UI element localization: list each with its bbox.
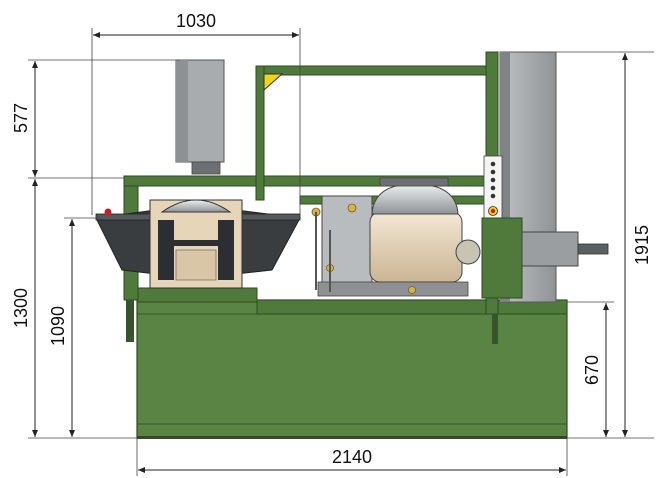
- tank-dome: [160, 199, 232, 213]
- shaft: [577, 243, 609, 255]
- shaft-bracket: [481, 217, 523, 299]
- machine: [95, 51, 609, 439]
- tank-bar: [172, 240, 222, 246]
- motor-flange: [455, 239, 481, 265]
- motor-frame: [317, 281, 469, 297]
- tank-clamp-right: [218, 220, 234, 280]
- tank-inner: [175, 249, 217, 281]
- dimension-top-width: 1030: [176, 11, 216, 31]
- frame-post-mid: [255, 65, 265, 201]
- dimension-left-height: 1300: [11, 288, 31, 328]
- left-leg: [126, 300, 134, 342]
- dimensions: 1030 577 1300 1090 1915 670 2140: [11, 11, 654, 476]
- dimension-base-height: 670: [582, 355, 602, 385]
- emergency-stop-core: [490, 208, 496, 214]
- red-indicator: [104, 208, 112, 216]
- panel-button: [490, 169, 496, 175]
- base-foot: [137, 436, 567, 439]
- brass-fitting: [347, 203, 357, 213]
- panel-button: [490, 193, 496, 199]
- motor-body: [369, 211, 463, 283]
- panel-button: [490, 177, 496, 183]
- brass-fitting: [408, 286, 416, 294]
- dimension-right-height: 1915: [632, 225, 652, 265]
- motor-dome: [371, 183, 459, 215]
- table-top: [136, 287, 258, 303]
- dimension-total-width: 2140: [332, 447, 372, 467]
- base-cabinet: [136, 299, 568, 439]
- warning-sign: [263, 73, 284, 92]
- panel-button: [490, 185, 496, 191]
- cabinet-strip: [500, 52, 510, 302]
- top-rail: [257, 65, 499, 76]
- shaft-housing: [521, 231, 579, 267]
- control-box-mount: [191, 161, 221, 175]
- frame-post-right-leg: [492, 314, 498, 344]
- motor-cap: [379, 177, 449, 187]
- dimension-upper-height: 577: [11, 103, 31, 133]
- upper-rail: [123, 175, 525, 187]
- control-box-side: [176, 60, 188, 162]
- panel-button: [490, 161, 496, 167]
- tank-clamp-left: [158, 220, 174, 280]
- dimension-table-height: 1090: [48, 306, 68, 346]
